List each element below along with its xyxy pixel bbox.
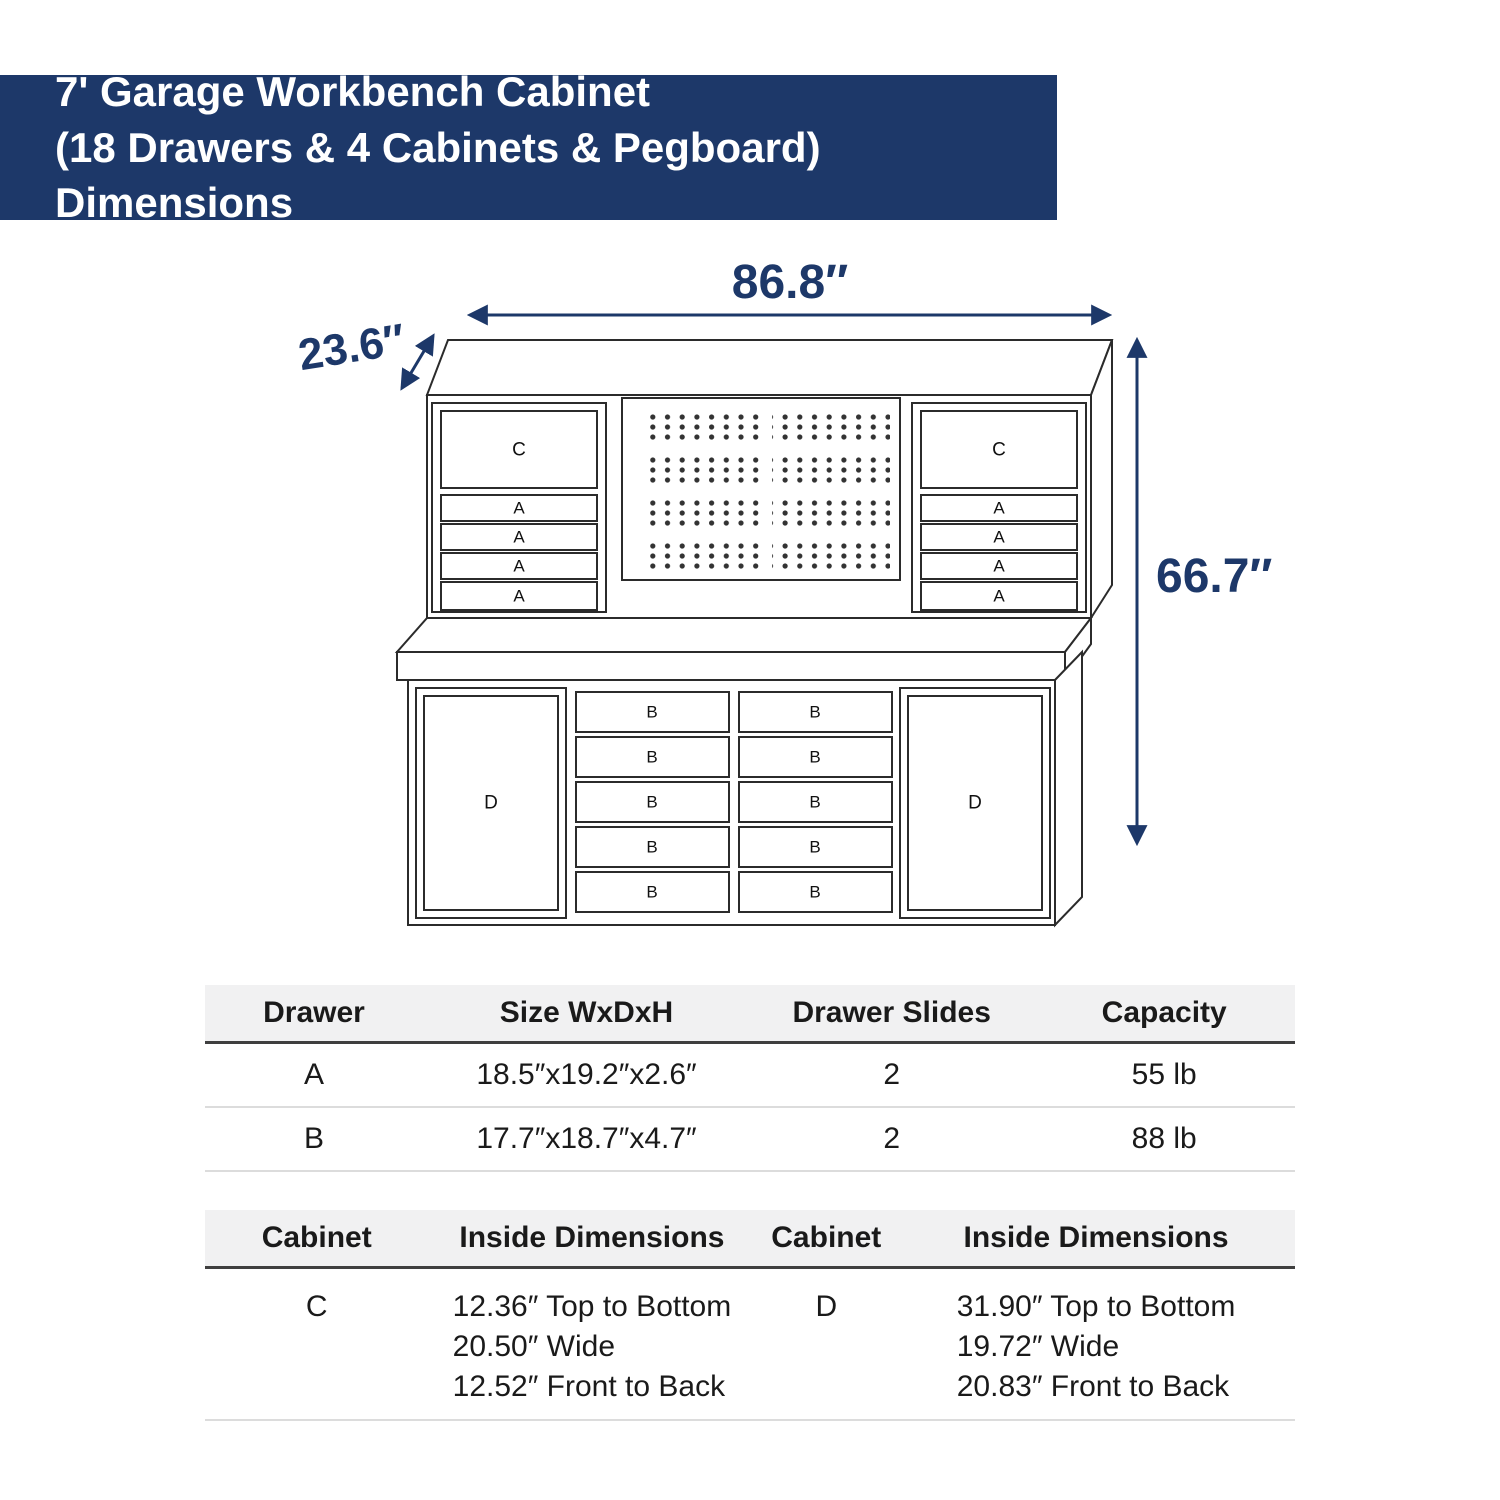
height-dimension: 66.7″: [1126, 336, 1272, 847]
depth-dimension: 23.6″: [295, 315, 435, 391]
drawer-b-label: B: [809, 883, 820, 902]
drawer-table-header: Drawer Size WxDxH Drawer Slides Capacity: [205, 985, 1295, 1044]
cabinet-table-header-dims-2: Inside Dimensions: [963, 1221, 1229, 1254]
pegboard-holes-left: [643, 406, 761, 574]
cabinet-d-label: D: [968, 793, 982, 814]
cabinet-c-label: C: [992, 440, 1006, 461]
cabinet-d-label: D: [484, 793, 498, 814]
drawer-b-label: B: [809, 838, 820, 857]
table-row: C 12.36″ Top to Bottom 20.50″ Wide 12.52…: [205, 1269, 1295, 1421]
cabinet-d-dim-line: 31.90″ Top to Bottom: [956, 1290, 1236, 1323]
width-dimension: 86.8″: [466, 256, 1113, 326]
cabinet-d-name: D: [815, 1290, 838, 1323]
cabinet-d-dimensions: 31.90″ Top to Bottom 19.72″ Wide 20.83″ …: [897, 1287, 1295, 1407]
page-title-line1: 7' Garage Workbench Cabinet: [55, 68, 651, 116]
drawer-b-label: B: [646, 793, 657, 812]
cabinet-c-dim-line: 20.50″ Wide: [452, 1330, 616, 1363]
cabinet-c-name: C: [305, 1290, 328, 1323]
drawer-a-label: A: [993, 587, 1005, 606]
drawer-a-slides: 2: [883, 1058, 901, 1091]
drawer-a-label: A: [513, 557, 525, 576]
height-dimension-label: 66.7″: [1156, 550, 1272, 603]
cabinet-table-header: Cabinet Inside Dimensions Cabinet Inside…: [205, 1210, 1295, 1269]
cabinet-table: Cabinet Inside Dimensions Cabinet Inside…: [205, 1210, 1295, 1421]
depth-arrow: [400, 333, 435, 391]
drawer-a-size: 18.5″x19.2″x2.6″: [476, 1058, 697, 1091]
drawer-a-label: A: [513, 528, 525, 547]
drawer-b-size: 17.7″x18.7″x4.7″: [476, 1122, 697, 1155]
drawer-b-label: B: [646, 838, 657, 857]
base-right-cabinet: [899, 687, 1051, 919]
drawer-b-label: B: [809, 793, 820, 812]
depth-dimension-label: 23.6″: [295, 315, 408, 380]
page-title-line2: (18 Drawers & 4 Cabinets & Pegboard) Dim…: [55, 123, 821, 227]
cabinet-c-dim-line: 12.52″ Front to Back: [452, 1370, 726, 1403]
drawer-table-header-drawer: Drawer: [263, 996, 365, 1029]
drawer-b-capacity: 88 lb: [1131, 1122, 1197, 1155]
drawer-a-name: A: [303, 1058, 324, 1091]
drawer-b-label: B: [646, 883, 657, 902]
cabinet-d-dim-line: 20.83″ Front to Back: [956, 1370, 1230, 1403]
drawer-a-label: A: [993, 528, 1005, 547]
cabinet-d-dim-line: 19.72″ Wide: [956, 1330, 1120, 1363]
drawer-a-label: A: [513, 499, 525, 518]
drawer-b-name: B: [303, 1122, 324, 1155]
drawer-table-header-size: Size WxDxH: [499, 996, 674, 1029]
drawer-a-label: A: [513, 587, 525, 606]
base-drawer-column-2: [738, 691, 893, 913]
drawer-table-header-capacity: Capacity: [1101, 996, 1227, 1029]
workbench-diagram: C A A A A C A A A A D B: [295, 256, 1272, 928]
cabinet-table-header-cabinet-1: Cabinet: [261, 1221, 372, 1254]
cabinet-c-dim-line: 12.36″ Top to Bottom: [452, 1290, 732, 1323]
width-dimension-label: 86.8″: [732, 256, 848, 309]
drawer-b-label: B: [646, 703, 657, 722]
drawer-table: Drawer Size WxDxH Drawer Slides Capacity…: [205, 985, 1295, 1172]
drawer-a-label: A: [993, 499, 1005, 518]
cabinet-c-label: C: [512, 440, 526, 461]
table-row: B 17.7″x18.7″x4.7″ 2 88 lb: [205, 1108, 1295, 1172]
hutch-right-unit: [911, 402, 1087, 613]
cabinet-table-header-dims-1: Inside Dimensions: [459, 1221, 725, 1254]
base-left-cabinet: [415, 687, 567, 919]
drawer-b-slides: 2: [883, 1122, 901, 1155]
title-banner: 7' Garage Workbench Cabinet (18 Drawers …: [0, 68, 1057, 226]
table-row: A 18.5″x19.2″x2.6″ 2 55 lb: [205, 1044, 1295, 1108]
drawer-b-label: B: [646, 748, 657, 767]
base-drawer-column-1: [575, 691, 730, 913]
worktop: [394, 615, 1094, 684]
cabinet-c-dimensions: 12.36″ Top to Bottom 20.50″ Wide 12.52″ …: [428, 1287, 755, 1407]
drawer-a-label: A: [993, 557, 1005, 576]
cabinet-table-header-cabinet-2: Cabinet: [771, 1221, 882, 1254]
drawer-a-capacity: 55 lb: [1131, 1058, 1197, 1091]
pegboard-holes-right: [772, 406, 890, 574]
hutch-left-unit: [431, 402, 607, 613]
drawer-table-header-slides: Drawer Slides: [792, 996, 991, 1029]
drawer-b-label: B: [809, 703, 820, 722]
drawer-b-label: B: [809, 748, 820, 767]
